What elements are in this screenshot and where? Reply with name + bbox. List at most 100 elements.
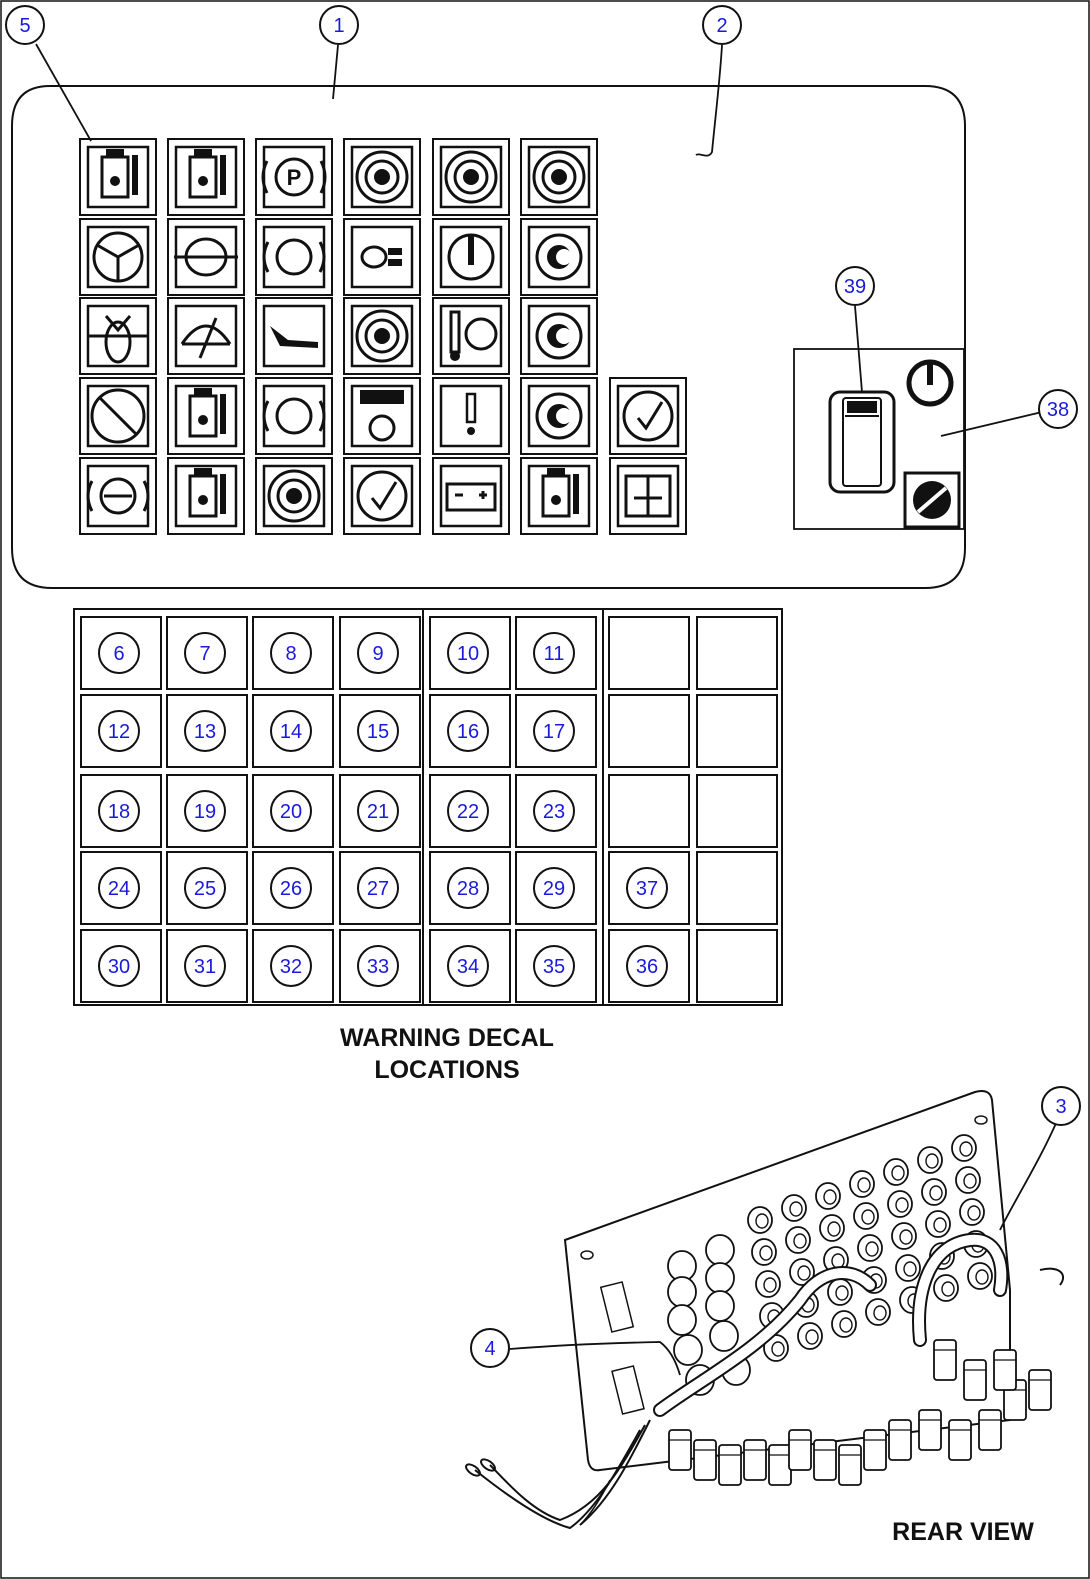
decal-cell: 28 <box>429 851 511 925</box>
circuit-breaker-icon <box>432 138 510 216</box>
callout-number: 38 <box>1047 399 1069 421</box>
decal-callout <box>270 632 312 674</box>
decal-callout <box>357 945 399 987</box>
decal-number: 19 <box>194 801 216 823</box>
decal-callout <box>357 790 399 832</box>
decal-cell: 7 <box>166 616 248 690</box>
decal-number: 32 <box>280 956 302 978</box>
hydraulic-tank-temp-icon <box>79 138 157 216</box>
callout-number: 5 <box>19 15 30 37</box>
decal-callout <box>270 710 312 752</box>
decal-number: 20 <box>280 801 302 823</box>
transmission-icon <box>520 138 598 216</box>
rear-view-illustration <box>465 1090 1065 1530</box>
decal-number: 15 <box>367 721 389 743</box>
decal-cell: 17 <box>515 694 597 768</box>
decal-number: 13 <box>194 721 216 743</box>
decal-cell: 30 <box>80 929 162 1003</box>
decal-callout <box>98 867 140 909</box>
fuel-filter-icon <box>520 297 598 375</box>
decal-cell: 8 <box>252 616 334 690</box>
decal-callout <box>98 790 140 832</box>
fuel-level-icon <box>167 457 245 535</box>
callout-indicator-lamp: 5 <box>5 5 45 45</box>
decal-callout <box>184 710 226 752</box>
decal-callout <box>184 632 226 674</box>
decal-number: 26 <box>280 878 302 900</box>
coolant-temp-icon <box>432 297 510 375</box>
callout-number: 2 <box>716 15 727 37</box>
warning-decal-title-line2: LOCATIONS <box>374 1056 519 1084</box>
gauge-icon <box>167 297 245 375</box>
decal-callout <box>184 867 226 909</box>
decal-number: 36 <box>636 956 658 978</box>
brake-icon <box>255 218 333 296</box>
decal-callout <box>270 790 312 832</box>
callout-leader-lines <box>35 43 1058 1376</box>
callout-number: 39 <box>844 276 866 298</box>
rear-view-caption: REAR VIEW <box>892 1518 1034 1546</box>
warning-icon <box>432 377 510 455</box>
decal-number: 31 <box>194 956 216 978</box>
headlight-icon <box>343 218 421 296</box>
battery-icon <box>432 457 510 535</box>
decal-number: 25 <box>194 878 216 900</box>
decal-number: 33 <box>367 956 389 978</box>
callout-switch-panel: 38 <box>1038 389 1078 429</box>
decal-callout <box>533 710 575 752</box>
decal-number: 34 <box>457 956 479 978</box>
decal-cell: 37 <box>608 851 690 925</box>
power-symbol-icon <box>906 359 954 407</box>
callout-panel: 1 <box>319 5 359 45</box>
decal-callout <box>270 867 312 909</box>
decal-number: 35 <box>543 956 565 978</box>
decal-cell <box>696 929 778 1003</box>
decal-cell: 24 <box>80 851 162 925</box>
decal-callout <box>533 945 575 987</box>
indicator-icon-grid: P <box>79 138 687 535</box>
power-icon <box>432 218 510 296</box>
decal-cell: 10 <box>429 616 511 690</box>
decal-number: 22 <box>457 801 479 823</box>
decal-cell: 13 <box>166 694 248 768</box>
decal-cell: 21 <box>339 774 421 848</box>
decal-cell: 11 <box>515 616 597 690</box>
decal-cell <box>608 616 690 690</box>
decal-cell: 31 <box>166 929 248 1003</box>
system-check-icon <box>343 457 421 535</box>
decal-number: 14 <box>280 721 302 743</box>
engine-icon <box>343 138 421 216</box>
decal-number: 9 <box>372 643 383 665</box>
instrument-panel-outline <box>11 85 966 589</box>
decal-number: 21 <box>367 801 389 823</box>
decal-number: 10 <box>457 643 479 665</box>
decal-cell <box>608 694 690 768</box>
decal-callout <box>533 790 575 832</box>
manual-icon <box>609 457 687 535</box>
decal-cell: 35 <box>515 929 597 1003</box>
callout-number: 1 <box>333 15 344 37</box>
callout-harness-rear: 3 <box>1041 1086 1081 1126</box>
body-hoist-icon <box>255 297 333 375</box>
decal-cell: 26 <box>252 851 334 925</box>
decal-cell: 29 <box>515 851 597 925</box>
steering-pressure-icon <box>255 457 333 535</box>
decal-cell: 36 <box>608 929 690 1003</box>
callout-panel-bracket: 2 <box>702 5 742 45</box>
decal-number: 6 <box>113 643 124 665</box>
decal-callout <box>184 790 226 832</box>
decal-callout <box>98 710 140 752</box>
brake-warning-icon <box>255 377 333 455</box>
decal-number: 17 <box>543 721 565 743</box>
decal-callout <box>626 867 668 909</box>
decal-cell: 18 <box>80 774 162 848</box>
decal-callout <box>626 945 668 987</box>
decal-callout <box>98 945 140 987</box>
callout-harness-connector: 4 <box>470 1328 510 1368</box>
decal-callout <box>184 945 226 987</box>
decal-cell: 19 <box>166 774 248 848</box>
decal-number: 29 <box>543 878 565 900</box>
